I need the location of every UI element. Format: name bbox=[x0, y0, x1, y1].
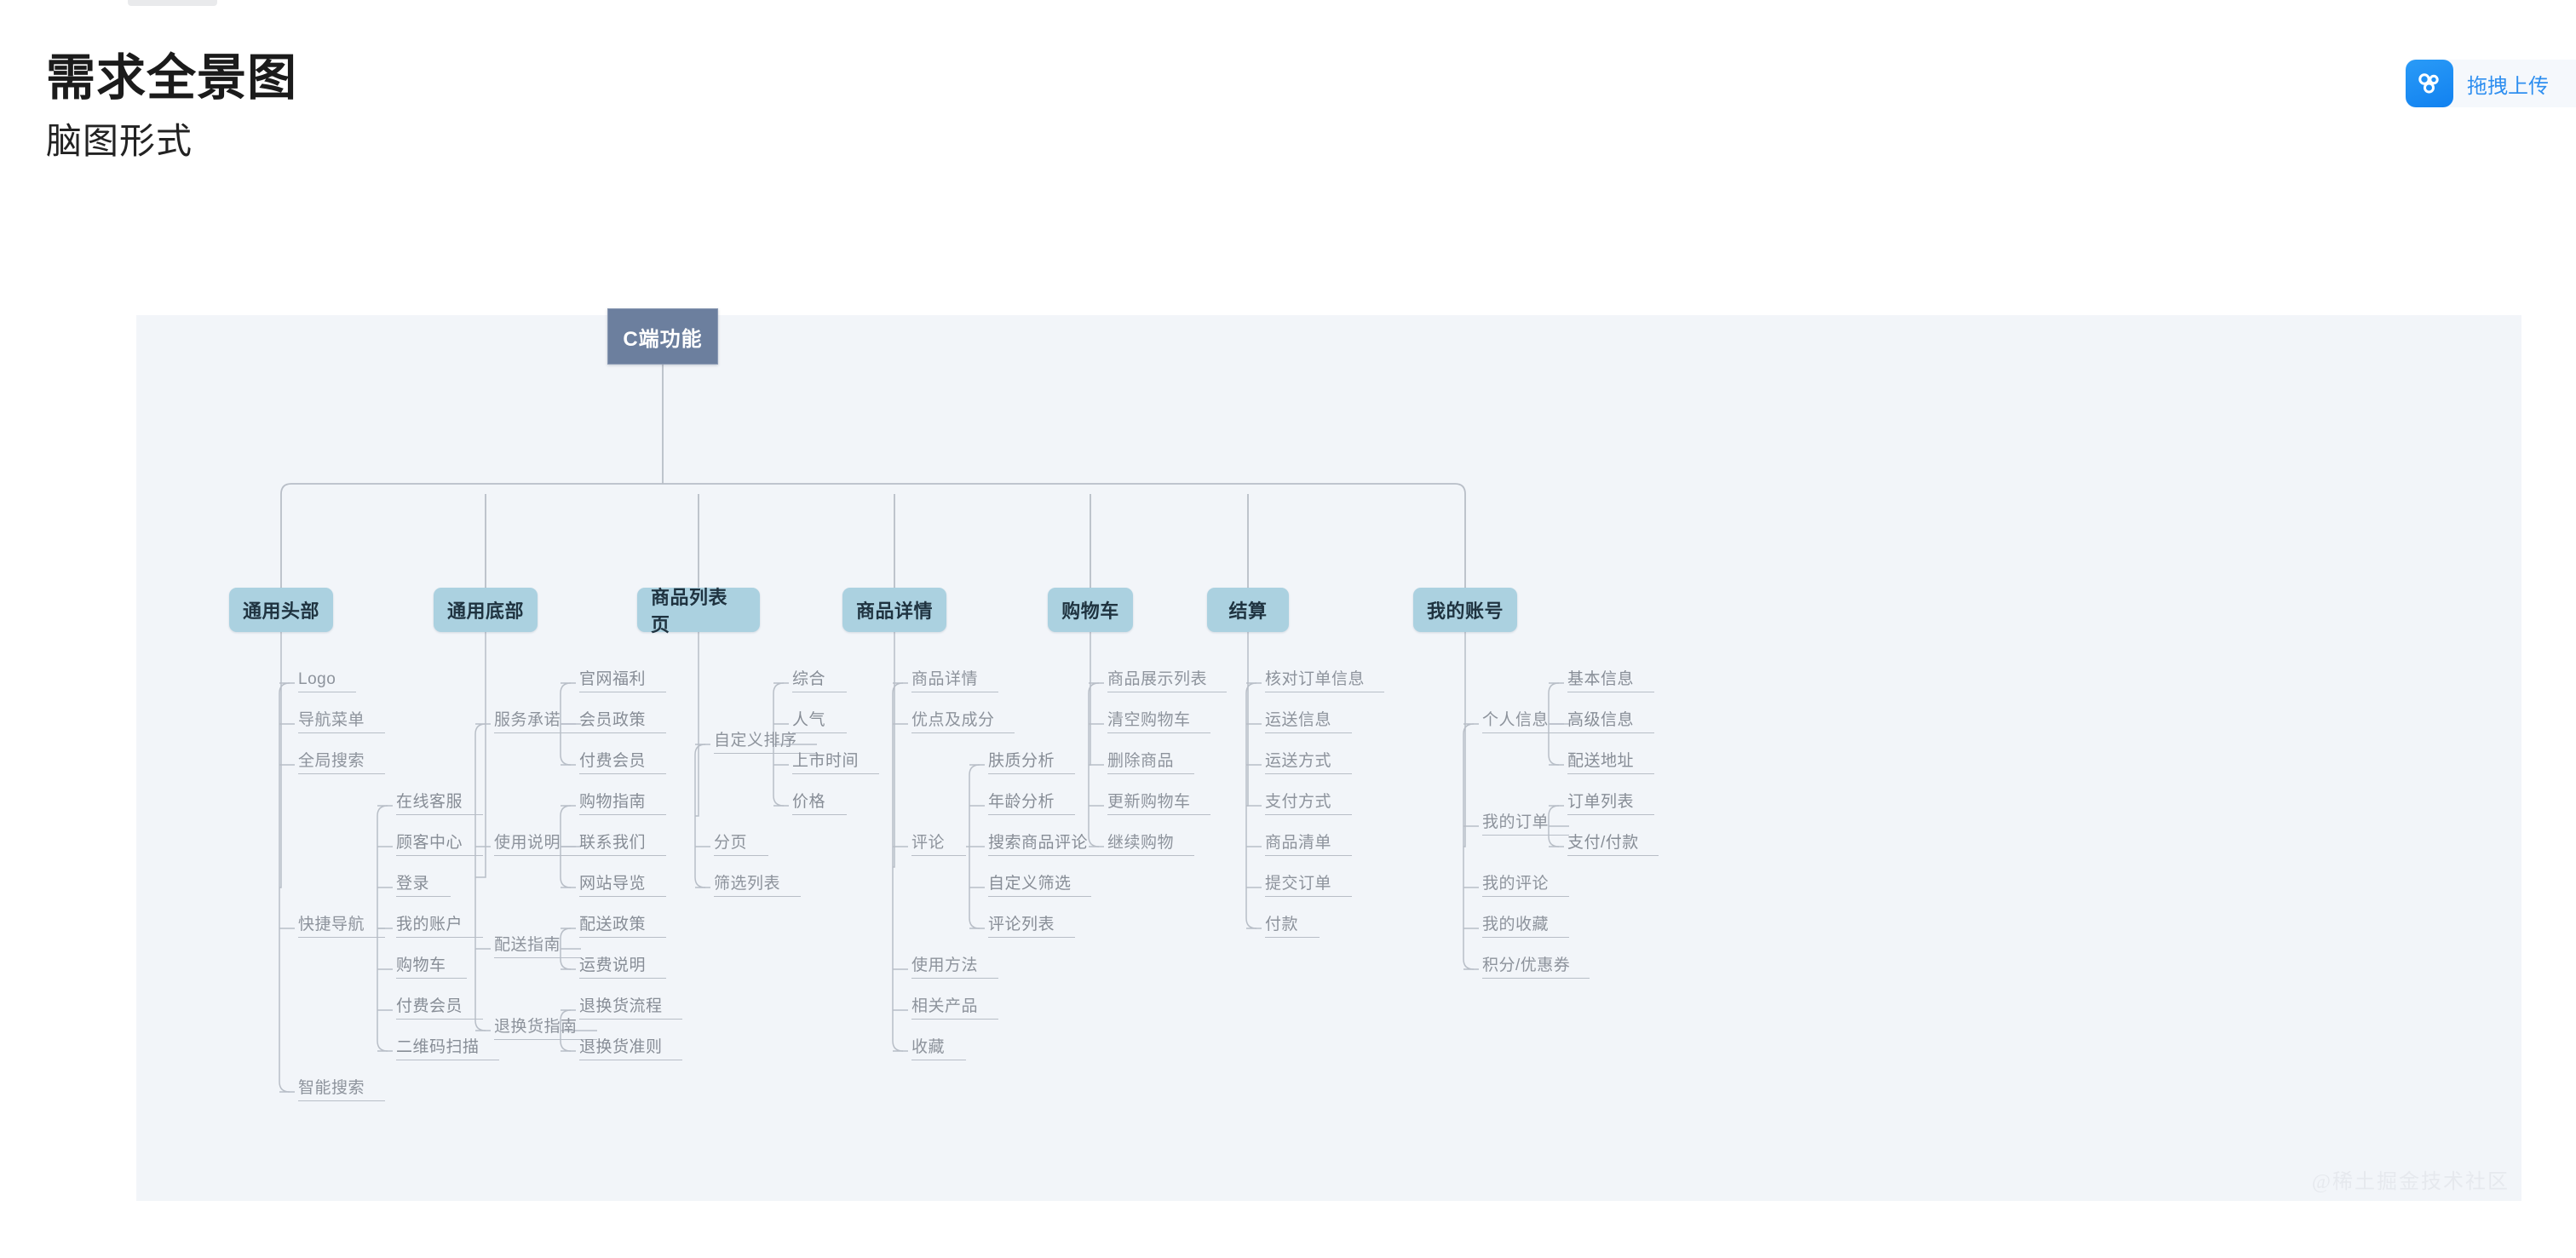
mindmap-leaf-node[interactable]: 支付方式 bbox=[1265, 793, 1352, 815]
page-subtitle: 脑图形式 bbox=[46, 121, 193, 161]
mindmap-leaf-node[interactable]: 人气 bbox=[792, 711, 847, 733]
mindmap-leaf-node[interactable]: 付费会员 bbox=[579, 752, 666, 774]
watermark: @稀土掘金技术社区 bbox=[2311, 1171, 2510, 1193]
mindmap-leaf-node[interactable]: 商品详情 bbox=[911, 670, 998, 692]
mindmap-leaf-node[interactable]: 顾客中心 bbox=[396, 834, 483, 856]
mindmap-leaf-node[interactable]: 运送方式 bbox=[1265, 752, 1352, 774]
mindmap-leaf-node[interactable]: 付费会员 bbox=[396, 997, 483, 1020]
mindmap-leaf-node[interactable]: 全局搜索 bbox=[298, 752, 385, 774]
mindmap-connectors bbox=[279, 365, 1569, 1093]
netdisk-upload-label: 拖拽上传 bbox=[2467, 74, 2549, 98]
mindmap-branch-node[interactable]: 购物车 bbox=[1048, 588, 1133, 632]
mindmap-root-node[interactable]: C端功能 bbox=[607, 308, 718, 365]
mindmap-leaf-node[interactable]: 官网福利 bbox=[579, 670, 666, 692]
browser-tab-stub bbox=[128, 0, 217, 6]
mindmap-branch-node[interactable]: 商品详情 bbox=[842, 588, 946, 632]
mindmap-leaf-node[interactable]: 搜索商品评论 bbox=[988, 834, 1107, 856]
mindmap-leaf-node[interactable]: 商品清单 bbox=[1265, 834, 1352, 856]
mindmap-leaf-node[interactable]: 付款 bbox=[1265, 916, 1320, 938]
mindmap-leaf-node[interactable]: 网站导览 bbox=[579, 875, 666, 897]
mindmap-leaf-node[interactable]: 价格 bbox=[792, 793, 847, 815]
page-title: 需求全景图 bbox=[46, 49, 298, 106]
mindmap-branch-node[interactable]: 结算 bbox=[1207, 588, 1289, 632]
mindmap-leaf-node[interactable]: 高级信息 bbox=[1567, 711, 1654, 733]
mindmap-leaf-node[interactable]: 智能搜索 bbox=[298, 1079, 385, 1101]
mindmap-leaf-node[interactable]: 退换货流程 bbox=[579, 997, 682, 1020]
mindmap-leaf-node[interactable]: 使用说明 bbox=[494, 834, 581, 856]
mindmap-leaf-node[interactable]: 自定义筛选 bbox=[988, 875, 1091, 897]
mindmap-leaf-node[interactable]: 相关产品 bbox=[911, 997, 998, 1020]
mindmap-leaf-node[interactable]: 订单列表 bbox=[1567, 793, 1654, 815]
browser-chrome-strip bbox=[0, 0, 2576, 7]
mindmap-leaf-node[interactable]: 导航菜单 bbox=[298, 711, 385, 733]
mindmap-leaf-node[interactable]: 清空购物车 bbox=[1107, 711, 1210, 733]
mindmap-leaf-node[interactable]: 收藏 bbox=[911, 1038, 966, 1060]
mindmap-leaf-node[interactable]: 删除商品 bbox=[1107, 752, 1194, 774]
mindmap-leaf-node[interactable]: 配送指南 bbox=[494, 936, 581, 958]
mindmap-leaf-node[interactable]: 配送政策 bbox=[579, 916, 666, 938]
mindmap-leaf-node[interactable]: 综合 bbox=[792, 670, 847, 692]
mindmap-leaf-node[interactable]: 联系我们 bbox=[579, 834, 666, 856]
mindmap-leaf-node[interactable]: 商品展示列表 bbox=[1107, 670, 1227, 692]
netdisk-upload-widget[interactable]: 拖拽上传 bbox=[2406, 60, 2576, 107]
mindmap-leaf-node[interactable]: 个人信息 bbox=[1482, 711, 1569, 733]
mindmap-branch-node[interactable]: 通用底部 bbox=[434, 588, 538, 632]
mindmap-leaf-node[interactable]: 退换货指南 bbox=[494, 1018, 597, 1040]
mindmap-leaf-node[interactable]: 购物车 bbox=[396, 956, 467, 979]
mindmap-leaf-node[interactable]: 年龄分析 bbox=[988, 793, 1075, 815]
mindmap-leaf-node[interactable]: 更新购物车 bbox=[1107, 793, 1210, 815]
mindmap-leaf-node[interactable]: 登录 bbox=[396, 875, 451, 897]
mindmap-branch-node[interactable]: 通用头部 bbox=[229, 588, 333, 632]
mindmap-leaf-node[interactable]: 分页 bbox=[714, 834, 768, 856]
mindmap-leaf-node[interactable]: 提交订单 bbox=[1265, 875, 1352, 897]
mindmap-leaf-node[interactable]: 运送信息 bbox=[1265, 711, 1352, 733]
mindmap-leaf-node[interactable]: 评论列表 bbox=[988, 916, 1075, 938]
mindmap-leaf-node[interactable]: 我的收藏 bbox=[1482, 916, 1569, 938]
mindmap-leaf-node[interactable]: 支付/付款 bbox=[1567, 834, 1659, 856]
mindmap-leaf-node[interactable]: 我的账户 bbox=[396, 916, 483, 938]
mindmap-leaf-node[interactable]: 积分/优惠券 bbox=[1482, 956, 1590, 979]
mindmap-leaf-node[interactable]: 上市时间 bbox=[792, 752, 879, 774]
mindmap-branch-node[interactable]: 商品列表页 bbox=[637, 587, 760, 635]
mindmap-leaf-node[interactable]: 使用方法 bbox=[911, 956, 998, 979]
mindmap-leaf-node[interactable]: 我的订单 bbox=[1482, 813, 1569, 836]
mindmap-leaf-node[interactable]: Logo bbox=[298, 670, 356, 692]
mindmap-leaf-node[interactable]: 退换货准则 bbox=[579, 1038, 682, 1060]
mindmap-leaf-node[interactable]: 二维码扫描 bbox=[396, 1038, 499, 1060]
mindmap-leaf-node[interactable]: 基本信息 bbox=[1567, 670, 1654, 692]
mindmap-leaf-node[interactable]: 快捷导航 bbox=[298, 916, 385, 938]
mindmap-leaf-node[interactable]: 服务承诺 bbox=[494, 711, 581, 733]
mindmap-leaf-node[interactable]: 配送地址 bbox=[1567, 752, 1654, 774]
mindmap-leaf-node[interactable]: 核对订单信息 bbox=[1265, 670, 1384, 692]
mindmap-leaf-node[interactable]: 继续购物 bbox=[1107, 834, 1194, 856]
mindmap-leaf-node[interactable]: 优点及成分 bbox=[911, 711, 1015, 733]
mindmap-leaf-node[interactable]: 我的评论 bbox=[1482, 875, 1569, 897]
mindmap-leaf-node[interactable]: 评论 bbox=[911, 834, 966, 856]
mindmap-branch-node[interactable]: 我的账号 bbox=[1413, 588, 1517, 632]
mindmap-leaf-node[interactable]: 购物指南 bbox=[579, 793, 666, 815]
mindmap-leaf-node[interactable]: 运费说明 bbox=[579, 956, 666, 979]
mindmap-leaf-node[interactable]: 会员政策 bbox=[579, 711, 666, 733]
mindmap-leaf-node[interactable]: 肤质分析 bbox=[988, 752, 1075, 774]
mindmap-leaf-node[interactable]: 在线客服 bbox=[396, 793, 483, 815]
mindmap-leaf-node[interactable]: 自定义排序 bbox=[714, 732, 817, 754]
baidu-netdisk-icon bbox=[2406, 60, 2453, 107]
mindmap-leaf-node[interactable]: 筛选列表 bbox=[714, 875, 801, 897]
